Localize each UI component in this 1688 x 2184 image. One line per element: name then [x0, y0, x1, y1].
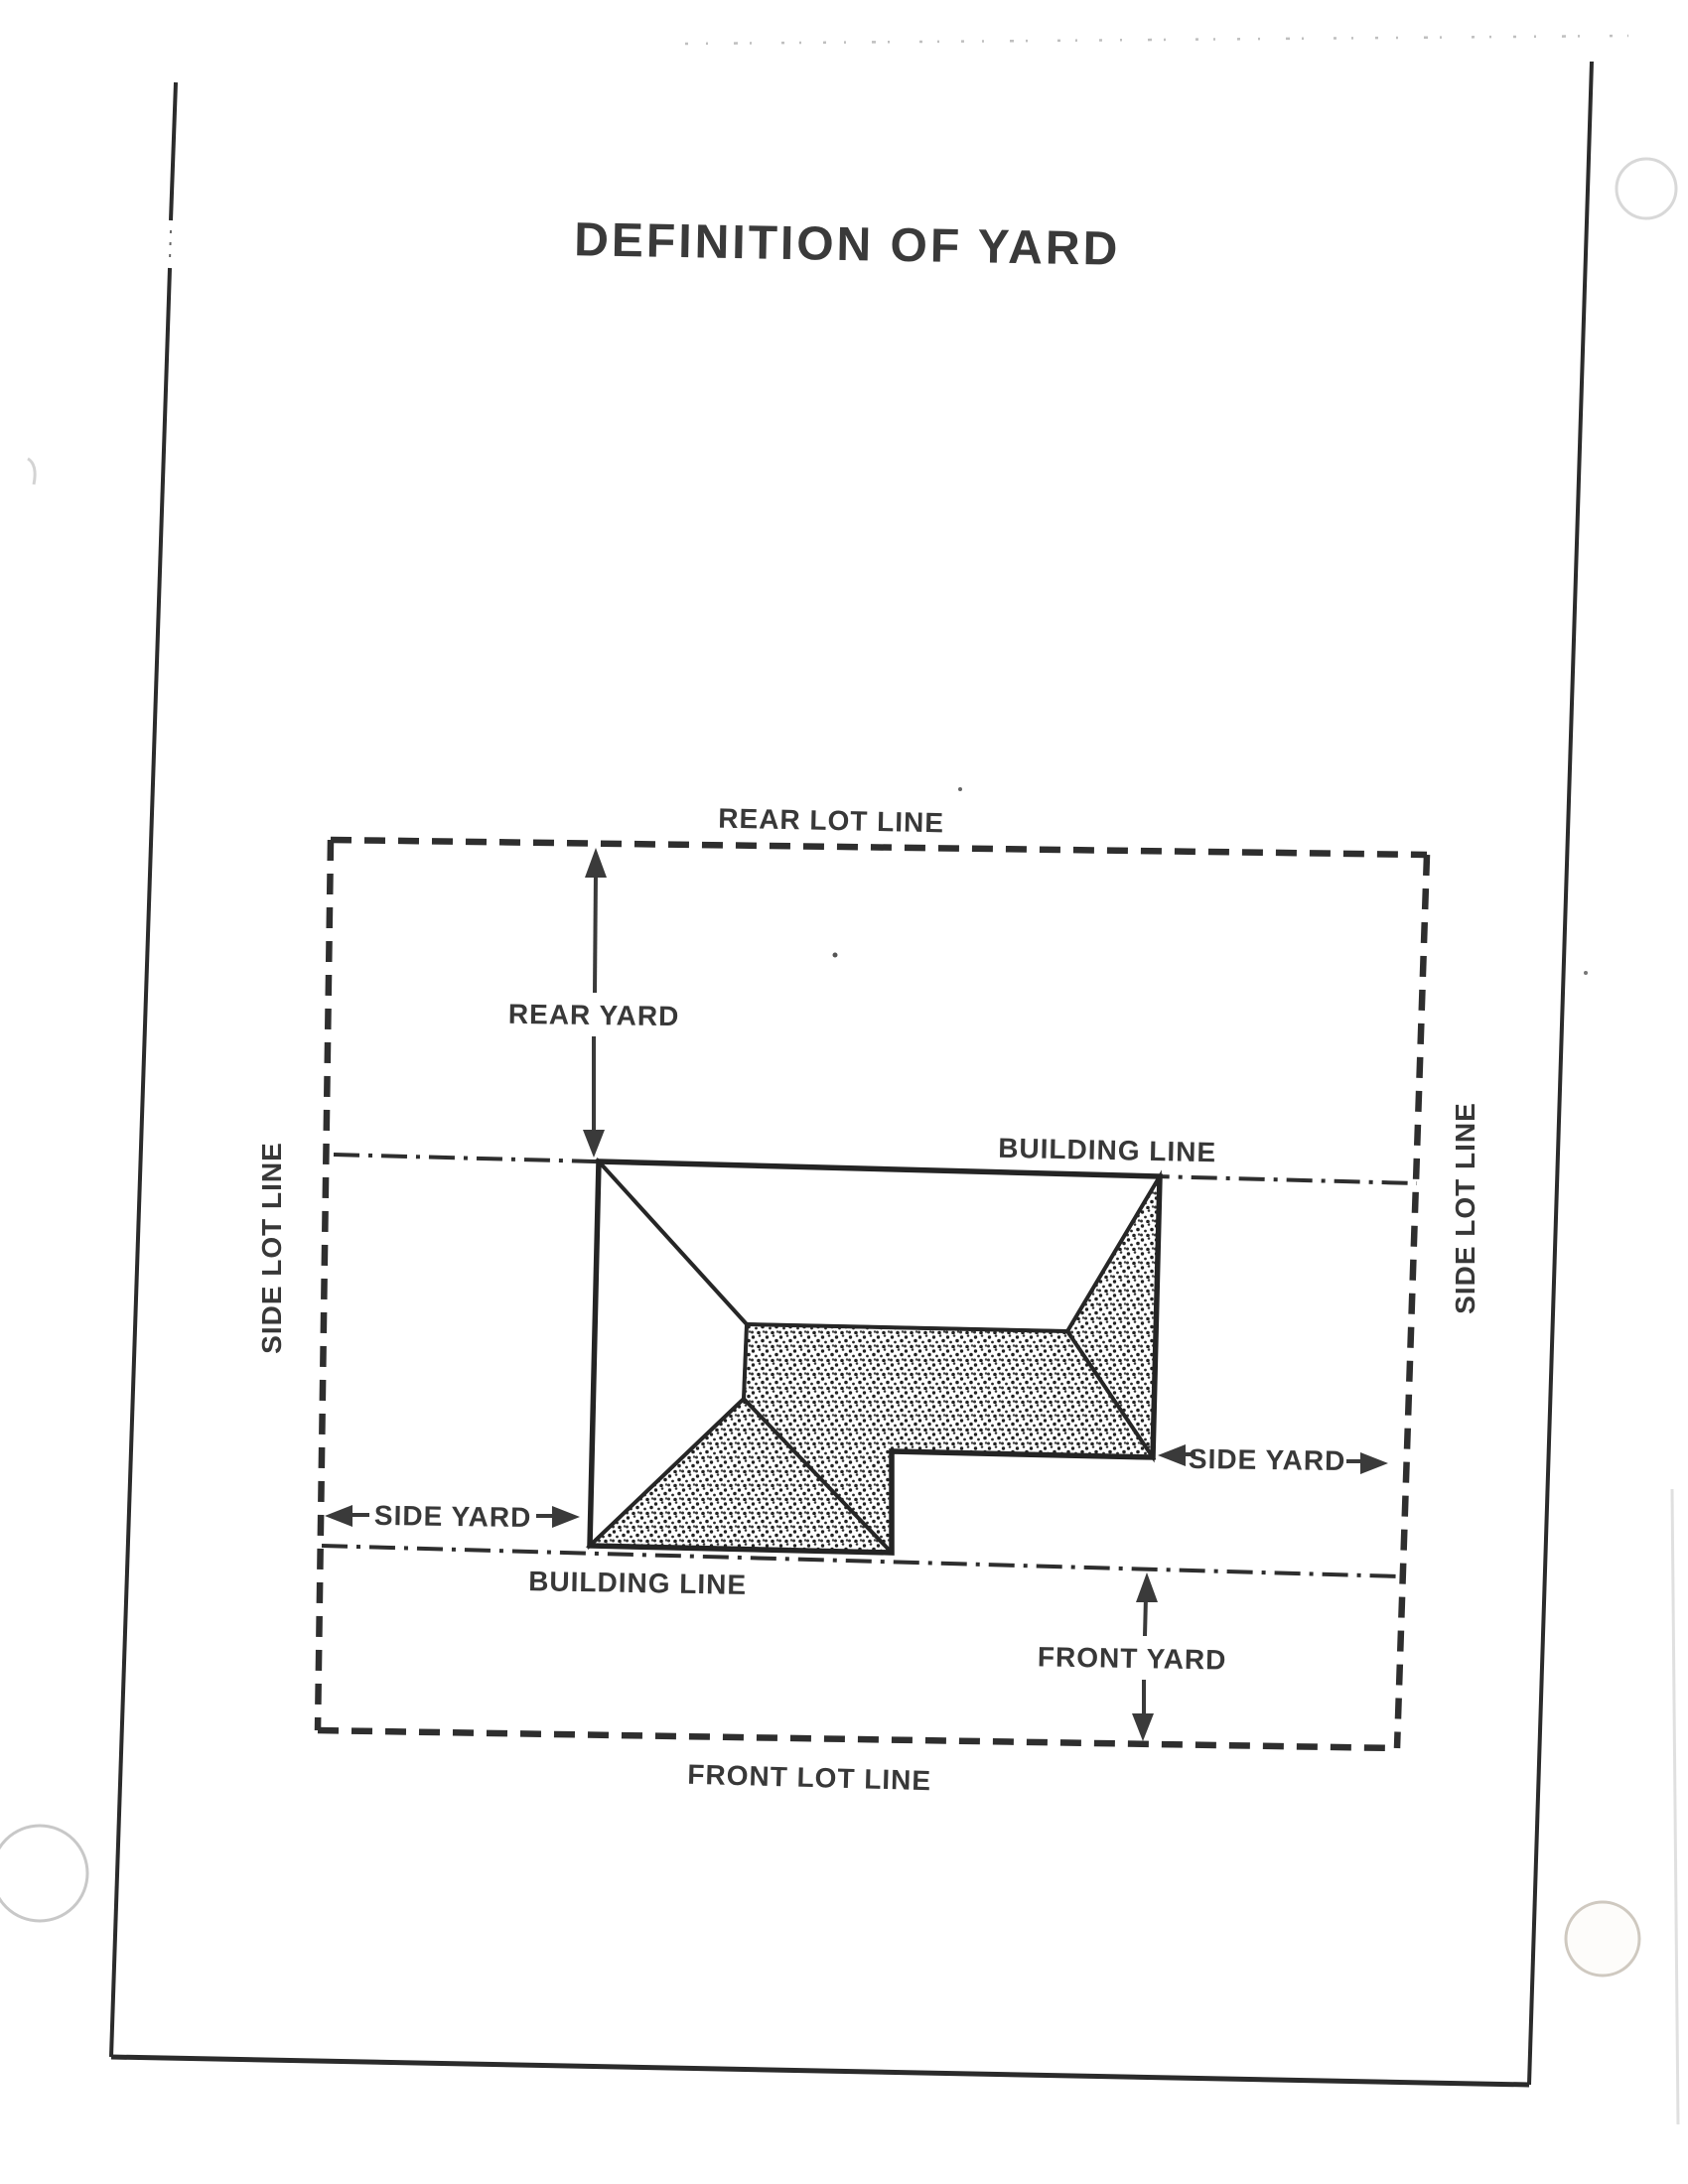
roof-hip-lines [588, 1160, 1162, 1555]
front-yard-label: FRONT YARD [1038, 1641, 1227, 1675]
front-lot-line-label: FRONT LOT LINE [687, 1759, 931, 1796]
building-outline [587, 1159, 1163, 1556]
side-yard-right-label: SIDE YARD [1189, 1443, 1346, 1476]
lot-boundary [314, 836, 1431, 1752]
rear-yard-arrow [583, 848, 607, 1158]
building-line-lower-label: BUILDING LINE [528, 1566, 747, 1600]
side-yard-left-arrow [325, 1505, 580, 1528]
page-border [109, 61, 1594, 2088]
building-line-upper-label: BUILDING LINE [998, 1133, 1216, 1168]
side-lot-line-left-label: SIDE LOT LINE [256, 1142, 287, 1354]
rear-lot-line-label: REAR LOT LINE [718, 803, 944, 839]
page-title: DEFINITION OF YARD [574, 213, 1121, 276]
side-lot-line-right [1393, 854, 1431, 1749]
front-yard-arrow [1132, 1572, 1158, 1741]
scan-noise [27, 34, 1629, 975]
side-lot-line-left [314, 839, 335, 1731]
building-line-lower [321, 1544, 1403, 1578]
side-lot-line-right-label: SIDE LOT LINE [1450, 1102, 1480, 1314]
side-yard-right-arrow [1158, 1444, 1388, 1474]
punch-holes [0, 157, 1680, 2125]
building-footprint [585, 1157, 1164, 1556]
rear-yard-label: REAR YARD [508, 999, 680, 1031]
front-lot-line [317, 1726, 1398, 1752]
side-yard-left-label: SIDE YARD [374, 1500, 532, 1533]
rear-lot-line [330, 836, 1428, 859]
